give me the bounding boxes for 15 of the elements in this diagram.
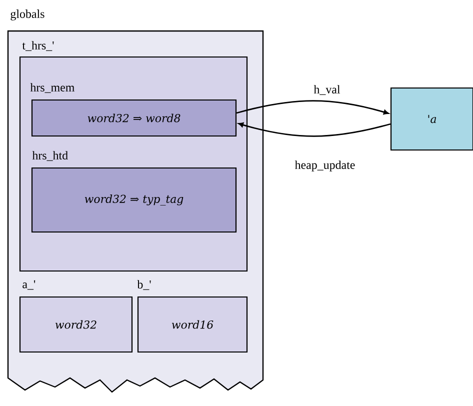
heading-label: t_hrs_' (22, 41, 54, 51)
edge-label: heap_update (294, 160, 356, 172)
heading-label: b_' (137, 280, 151, 290)
field-box: word16 (137, 296, 248, 353)
heading-label: a_' (22, 280, 36, 290)
heading-label: globals (10, 10, 44, 20)
heading-label: hrs_htd (32, 151, 68, 161)
arrow (238, 122, 391, 137)
heading-label: hrs_mem (30, 83, 74, 93)
field-box: word32 ⇒ typ_tag (31, 167, 237, 233)
edge-label: h_val (312, 84, 342, 96)
field-box: word32 (19, 296, 133, 353)
field-box: word32 ⇒ word8 (31, 99, 237, 137)
type-box: 'a (390, 87, 473, 151)
arrow (236, 100, 389, 115)
